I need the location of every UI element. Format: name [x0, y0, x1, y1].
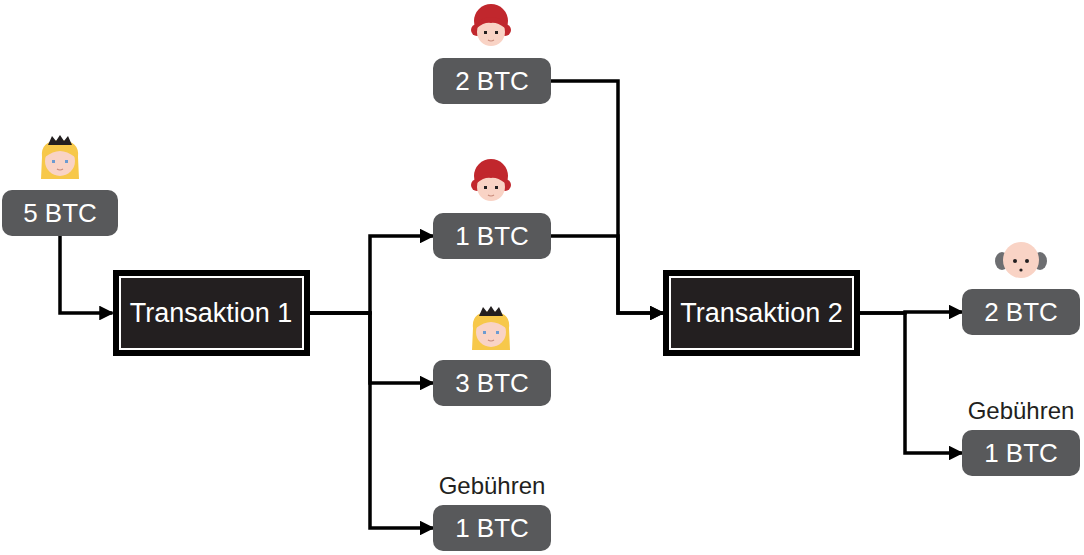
node-label: 1 BTC: [984, 438, 1058, 469]
amount-box: 2 BTC: [433, 58, 551, 104]
person-avatar: [471, 4, 511, 46]
amount-box: 2 BTC: [962, 289, 1080, 335]
person-avatar: [472, 306, 510, 350]
amount-box: 5 BTC: [2, 190, 118, 236]
amount-box: Gebühren1 BTC: [433, 505, 551, 551]
person-avatar: [995, 242, 1047, 278]
flow-arrow: [551, 236, 663, 313]
node-label: Transaktion 2: [680, 298, 843, 329]
flow-arrow: [860, 313, 962, 453]
amount-box: 1 BTC: [433, 213, 551, 259]
node-label: 2 BTC: [984, 297, 1058, 328]
amount-box: 3 BTC: [433, 360, 551, 406]
node-label: 1 BTC: [455, 221, 529, 252]
person-avatar: [41, 135, 79, 179]
flow-arrow: [551, 81, 663, 313]
flow-arrow: [310, 313, 434, 528]
node-label: 3 BTC: [455, 368, 529, 399]
flow-arrow: [60, 236, 113, 313]
node-heading: Gebühren: [968, 397, 1075, 425]
amount-box: Gebühren1 BTC: [962, 430, 1080, 476]
node-label: Transaktion 1: [130, 298, 293, 329]
node-label: 5 BTC: [23, 198, 97, 229]
node-label: 1 BTC: [455, 513, 529, 544]
flow-arrow: [310, 236, 434, 313]
transaction-box: Transaktion 1: [113, 270, 310, 356]
person-avatar: [471, 159, 511, 201]
transaction-box: Transaktion 2: [663, 270, 860, 356]
node-heading: Gebühren: [439, 472, 546, 500]
node-label: 2 BTC: [455, 66, 529, 97]
